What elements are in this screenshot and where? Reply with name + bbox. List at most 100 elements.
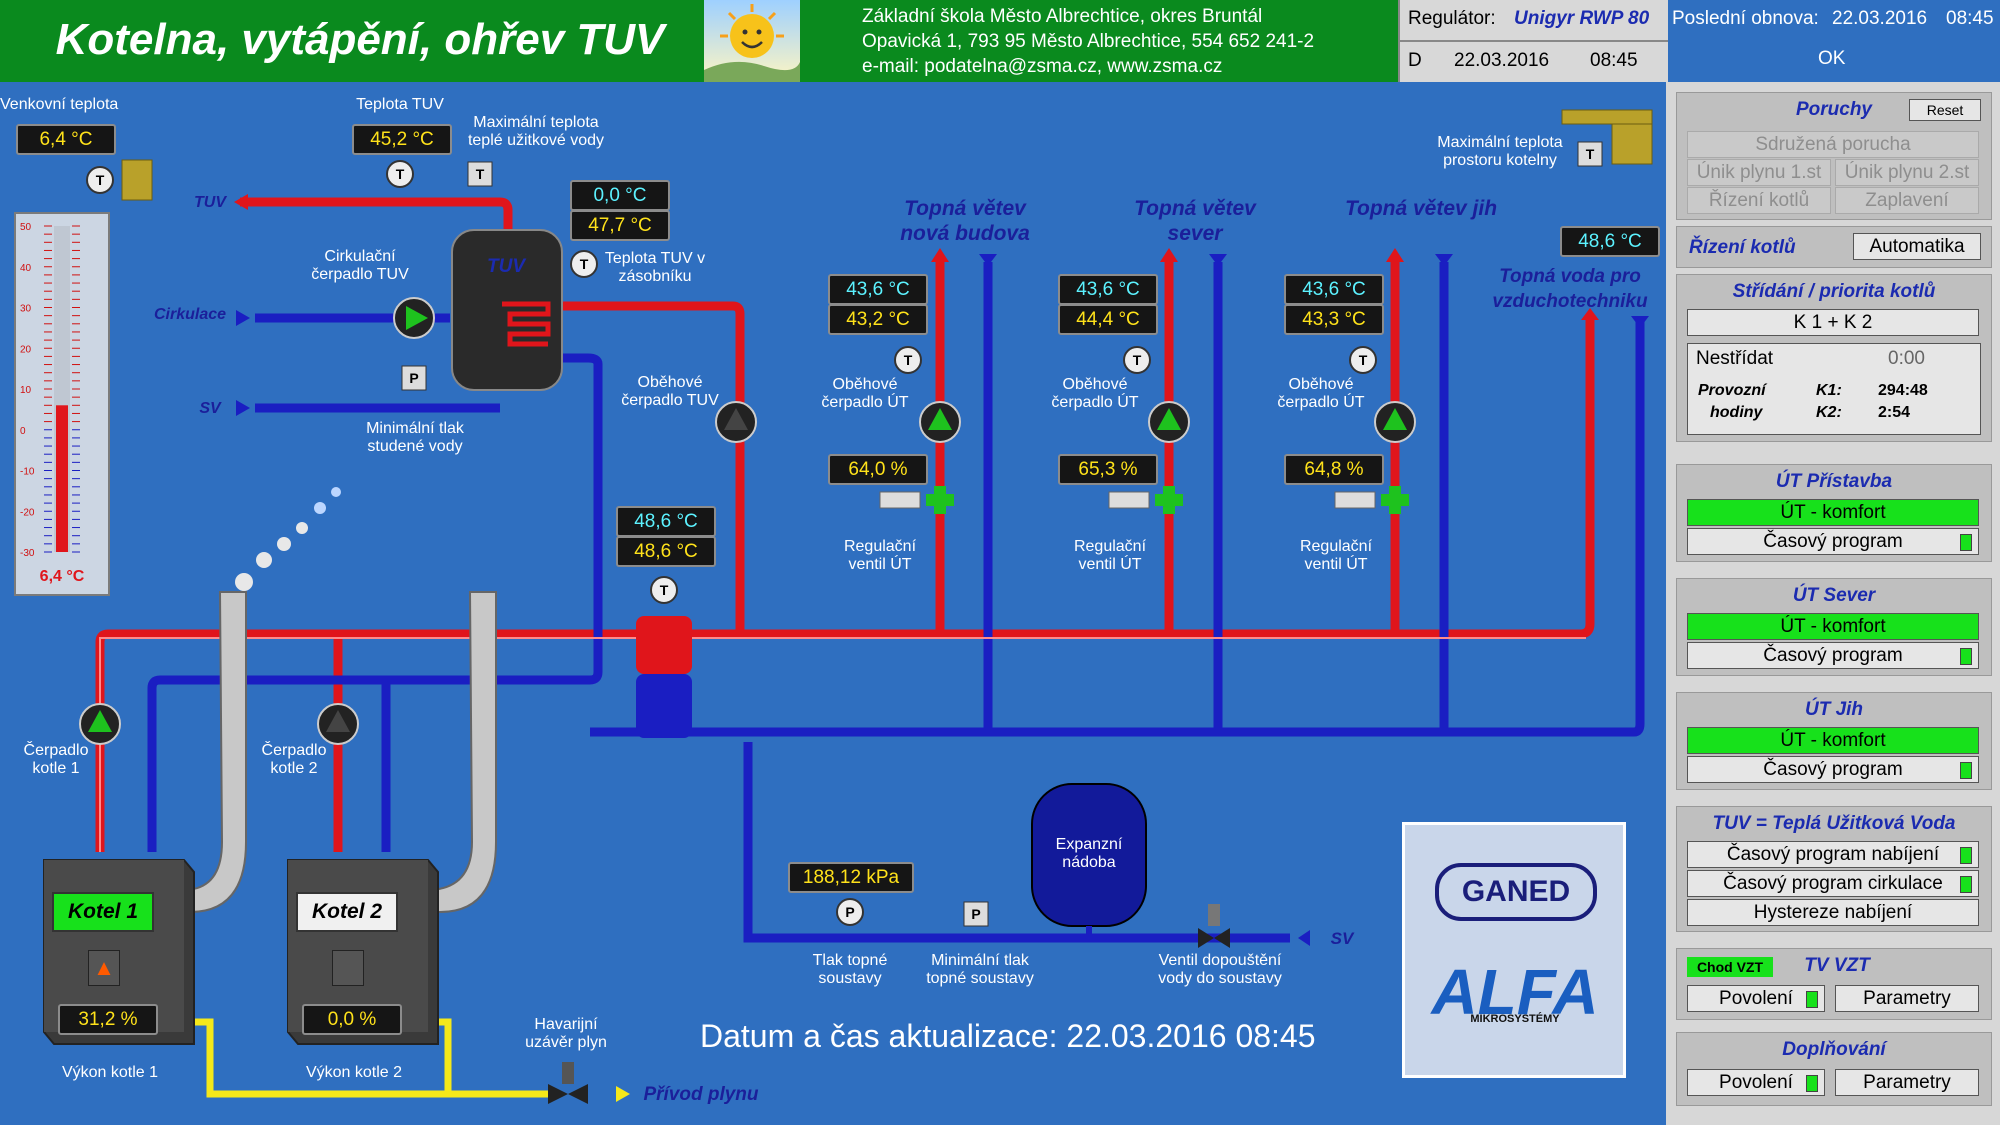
tuv-temp-label: Teplota TUV (356, 96, 444, 113)
thermometer-value: 6,4 °C (39, 568, 85, 585)
ut-mode-button[interactable]: ÚT - komfort (1687, 613, 1979, 640)
fault-flooding[interactable]: Zaplavení (1835, 187, 1979, 214)
ut-mode-button[interactable]: ÚT - komfort (1687, 499, 1979, 526)
reg-time: 08:45 (1590, 50, 1638, 71)
control-panel: Poruchy Reset Sdružená porucha Únik plyn… (1666, 82, 2000, 1125)
section-ut-pristavba: ÚT Přístavba ÚT - komfort Časový program (1676, 464, 1992, 562)
svg-text:P: P (845, 904, 854, 920)
status-led (1960, 762, 1972, 779)
time-program-button[interactable]: Časový program (1687, 528, 1979, 555)
svg-text:T: T (1586, 146, 1595, 162)
regulator-label: Regulátor: (1408, 8, 1496, 29)
tuv-charging-program-button[interactable]: Časový program nabíjení (1687, 841, 1979, 868)
time-program-button[interactable]: Časový program (1687, 756, 1979, 783)
last-update-date: 22.03.2016 (1832, 8, 1928, 29)
thermometer-tick-label: 40 (20, 263, 32, 274)
status-led (1806, 1075, 1818, 1092)
thermometer-fill (56, 405, 68, 552)
boiler1-power-label: Výkon kotle 1 (61, 1064, 159, 1081)
no-switch-label[interactable]: Nestřídat (1696, 348, 1774, 369)
reg-date: 22.03.2016 (1454, 50, 1550, 71)
thermometer-tick-label: 20 (20, 344, 32, 355)
ut-mode-button[interactable]: ÚT - komfort (1687, 727, 1979, 754)
gas-supply-label: Přívod plynu (643, 1084, 759, 1105)
status-led (1960, 534, 1972, 551)
svg-text:P: P (971, 906, 980, 922)
pipe-label-sv: SV (199, 400, 221, 417)
manifold-temp2: 48,6 °C (616, 536, 716, 567)
fault-gas-leak-1[interactable]: Únik plynu 1.st (1687, 159, 1831, 186)
school-contact: e-mail: podatelna@zsma.cz, www.zsma.cz (862, 56, 1223, 77)
page-title: Kotelna, vytápění, ohřev TUV (55, 15, 665, 64)
refill-parameters-button[interactable]: Parametry (1835, 1069, 1979, 1096)
branch-pump-label: Oběhové čerpadlo ÚT (821, 376, 909, 411)
thermometer-tick-label: 50 (20, 222, 32, 233)
expansion-vessel (1031, 783, 1147, 938)
circulation-pump-label: Cirkulační čerpadlo TUV (311, 248, 409, 283)
k1-hours: 294:48 (1878, 382, 1928, 399)
button-label: Povolení (1719, 988, 1793, 1009)
section-ut-sever: ÚT Sever ÚT - komfort Časový program (1676, 578, 1992, 676)
min-pressure-cold-label: Minimální tlak studené vody (366, 420, 464, 455)
fault-gas-leak-2[interactable]: Únik plynu 2.st (1835, 159, 1979, 186)
tuv-tank-label: TUV (487, 256, 525, 277)
school-address: Opavická 1, 793 95 Město Albrechtice, 55… (862, 31, 1315, 52)
thermometer-tick-label: -10 (20, 467, 35, 478)
fault-combined[interactable]: Sdružená porucha (1687, 131, 1979, 158)
time-program-label: Časový program (1763, 531, 1903, 552)
boiler2-name[interactable]: Kotel 2 (296, 892, 398, 932)
svg-text:T: T (1133, 352, 1142, 368)
vzt-enable-button[interactable]: Povolení (1687, 985, 1825, 1012)
branch-valve-display: 64,0 % (828, 454, 928, 485)
regulator-panel: Regulátor: Unigyr RWP 80 D 22.03.2016 08… (1398, 0, 1670, 82)
vzt-parameters-button[interactable]: Parametry (1835, 985, 1979, 1012)
last-update-time: 08:45 (1946, 8, 1994, 29)
sensors: T T T T T T T P T P P T (86, 141, 1603, 927)
regulator-value: Unigyr RWP 80 (1514, 8, 1650, 29)
time-program-button[interactable]: Časový program (1687, 642, 1979, 669)
boiler1-name[interactable]: Kotel 1 (52, 892, 154, 932)
expansion-vessel-label: Expanzní nádoba (1055, 836, 1123, 871)
branch-valve-label: Regulační ventil ÚT (1073, 538, 1147, 573)
boiler1-pump-label: Čerpadlo kotle 1 (23, 742, 89, 777)
branch-valve-display: 65,3 % (1058, 454, 1158, 485)
thermometer-tick-label: 0 (20, 426, 26, 437)
svg-text:T: T (580, 256, 589, 272)
section-ut-jih: ÚT Jih ÚT - komfort Časový program (1676, 692, 1992, 790)
svg-text:T: T (396, 166, 405, 182)
section-title: TV VZT (1804, 955, 1870, 976)
tuv-tank-temp2: 47,7 °C (570, 210, 670, 241)
k1-label: K1: (1816, 382, 1842, 399)
boiler2-pump-label: Čerpadlo kotle 2 (261, 742, 327, 777)
section-vzt: Chod VZT TV VZT Povolení Parametry (1676, 948, 1992, 1020)
section-doplnovani: Doplňování Povolení Parametry (1676, 1032, 1992, 1106)
school-info: Základní škola Město Albrechtice, okres … (862, 4, 1392, 79)
boiler-priority-button[interactable]: K 1 + K 2 (1687, 309, 1979, 336)
flame-icon: ▲ (88, 950, 120, 986)
thermometer-tick-label: 10 (20, 385, 32, 396)
branch-valve-display: 64,8 % (1284, 454, 1384, 485)
refill-enable-button[interactable]: Povolení (1687, 1069, 1825, 1096)
k2-hours: 2:54 (1878, 404, 1911, 421)
boiler-control-mode[interactable]: Automatika (1853, 233, 1981, 260)
sv-label: SV (1330, 929, 1354, 948)
section-stridani: Střídání / priorita kotlů K 1 + K 2 Nest… (1676, 274, 1992, 442)
status-led (1960, 648, 1972, 665)
tuv-hysteresis-button[interactable]: Hystereze nabíjení (1687, 899, 1979, 926)
section-tuv: TUV = Teplá Užitková Voda Časový program… (1676, 806, 1992, 932)
section-title: ÚT Jih (1804, 699, 1864, 720)
hydraulic-separator (636, 616, 692, 738)
logo-box: GANED ALFA MIKROSYSTÉMY (1402, 822, 1626, 1078)
tuv-pump-label: Oběhové čerpadlo TUV (621, 374, 719, 409)
header-bar: Kotelna, vytápění, ohřev TUV Základní šk… (0, 0, 2000, 82)
thermometer-tick-label: -30 (20, 548, 35, 559)
fault-boiler-control[interactable]: Řízení kotlů (1687, 187, 1831, 214)
tuv-circulation-program-button[interactable]: Časový program cirkulace (1687, 870, 1979, 897)
reset-button[interactable]: Reset (1909, 99, 1981, 121)
boiler1-power-display: 31,2 % (58, 1004, 158, 1035)
section-title: Doplňování (1782, 1039, 1886, 1060)
section-rizeni: Řízení kotlů Automatika (1676, 226, 1992, 268)
branch-title: Topná větev jih (1344, 197, 1498, 220)
hours-label-2: hodiny (1710, 404, 1763, 421)
